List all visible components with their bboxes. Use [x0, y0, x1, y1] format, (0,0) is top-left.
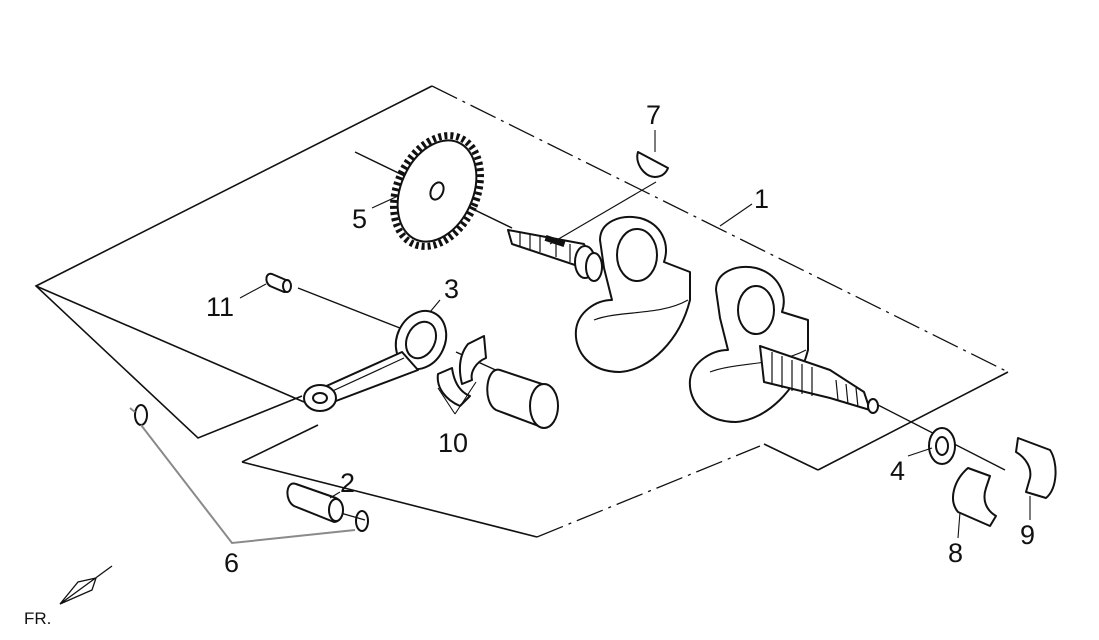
orientation-label: FR.	[24, 609, 51, 628]
callout-3: 3	[444, 274, 459, 304]
crankshaft-assembly	[507, 216, 879, 423]
bearing-half-8	[952, 467, 997, 527]
piston-pin	[286, 482, 344, 523]
leader-lines	[129, 130, 1031, 545]
front-orientation-indicator: FR.	[24, 565, 113, 628]
callouts: 1 2 3 4 5 6 7 8 9 10 11	[206, 100, 1035, 578]
callout-6: 6	[224, 548, 239, 578]
callout-8: 8	[948, 538, 963, 568]
crank-pin	[486, 368, 559, 429]
callout-7: 7	[646, 100, 661, 130]
callout-5: 5	[352, 204, 367, 234]
bearing-halves	[436, 335, 487, 407]
assembly-frame	[34, 85, 1009, 538]
callout-9: 9	[1020, 520, 1035, 550]
callout-2: 2	[340, 468, 355, 498]
woodruff-key	[636, 151, 669, 178]
callout-10: 10	[438, 428, 468, 458]
small-pin	[265, 272, 292, 293]
callout-4: 4	[890, 456, 905, 486]
callout-1: 1	[754, 184, 769, 214]
callout-11: 11	[206, 292, 234, 322]
connecting-rod	[303, 309, 448, 412]
oil-seal	[928, 427, 956, 465]
drive-sprocket	[390, 132, 484, 250]
bearing-half-9	[1015, 437, 1057, 499]
